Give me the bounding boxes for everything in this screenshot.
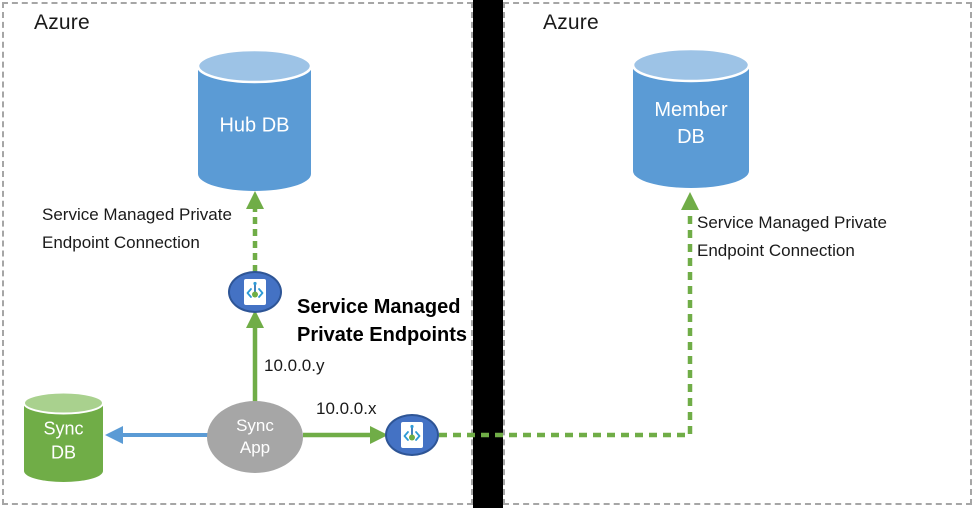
right-connection-label: Service Managed Private Endpoint Connect… bbox=[697, 213, 887, 260]
left-connection-label: Service Managed Private Endpoint Connect… bbox=[42, 205, 232, 252]
sync-db-cylinder: Sync DB bbox=[23, 391, 104, 484]
azure-title-right: Azure bbox=[543, 11, 599, 34]
private-endpoint-member bbox=[385, 414, 439, 456]
arrow-syncapp-to-pe-member bbox=[303, 426, 388, 444]
hub-db-label: Hub DB bbox=[219, 114, 290, 137]
ip-address-hub-label: 10.0.0.y bbox=[264, 356, 325, 375]
member-db-label: Member DB bbox=[654, 99, 728, 149]
database-icon bbox=[23, 391, 104, 482]
dashed-arrow-pe-to-hubdb bbox=[246, 191, 264, 272]
azure-title-left: Azure bbox=[34, 11, 90, 34]
sync-app-node: Sync App bbox=[207, 401, 303, 473]
private-endpoint-icon bbox=[401, 422, 423, 448]
database-icon bbox=[632, 47, 750, 188]
arrow-syncapp-to-syncdb bbox=[105, 426, 208, 444]
hub-db-cylinder: Hub DB bbox=[197, 48, 312, 193]
private-endpoint-hub bbox=[228, 271, 282, 313]
sync-db-label: Sync DB bbox=[43, 418, 84, 463]
member-db-cylinder: Member DB bbox=[632, 47, 750, 190]
database-icon bbox=[197, 48, 312, 191]
service-managed-private-endpoints-label: Service Managed Private Endpoints bbox=[297, 296, 468, 346]
network-divider-bar bbox=[473, 0, 503, 508]
private-endpoint-icon bbox=[244, 279, 266, 305]
arrow-syncapp-to-pe-hub bbox=[246, 310, 264, 403]
ip-address-member-label: 10.0.0.x bbox=[316, 399, 377, 418]
dashed-arrow-pe-to-memberdb bbox=[439, 192, 699, 438]
